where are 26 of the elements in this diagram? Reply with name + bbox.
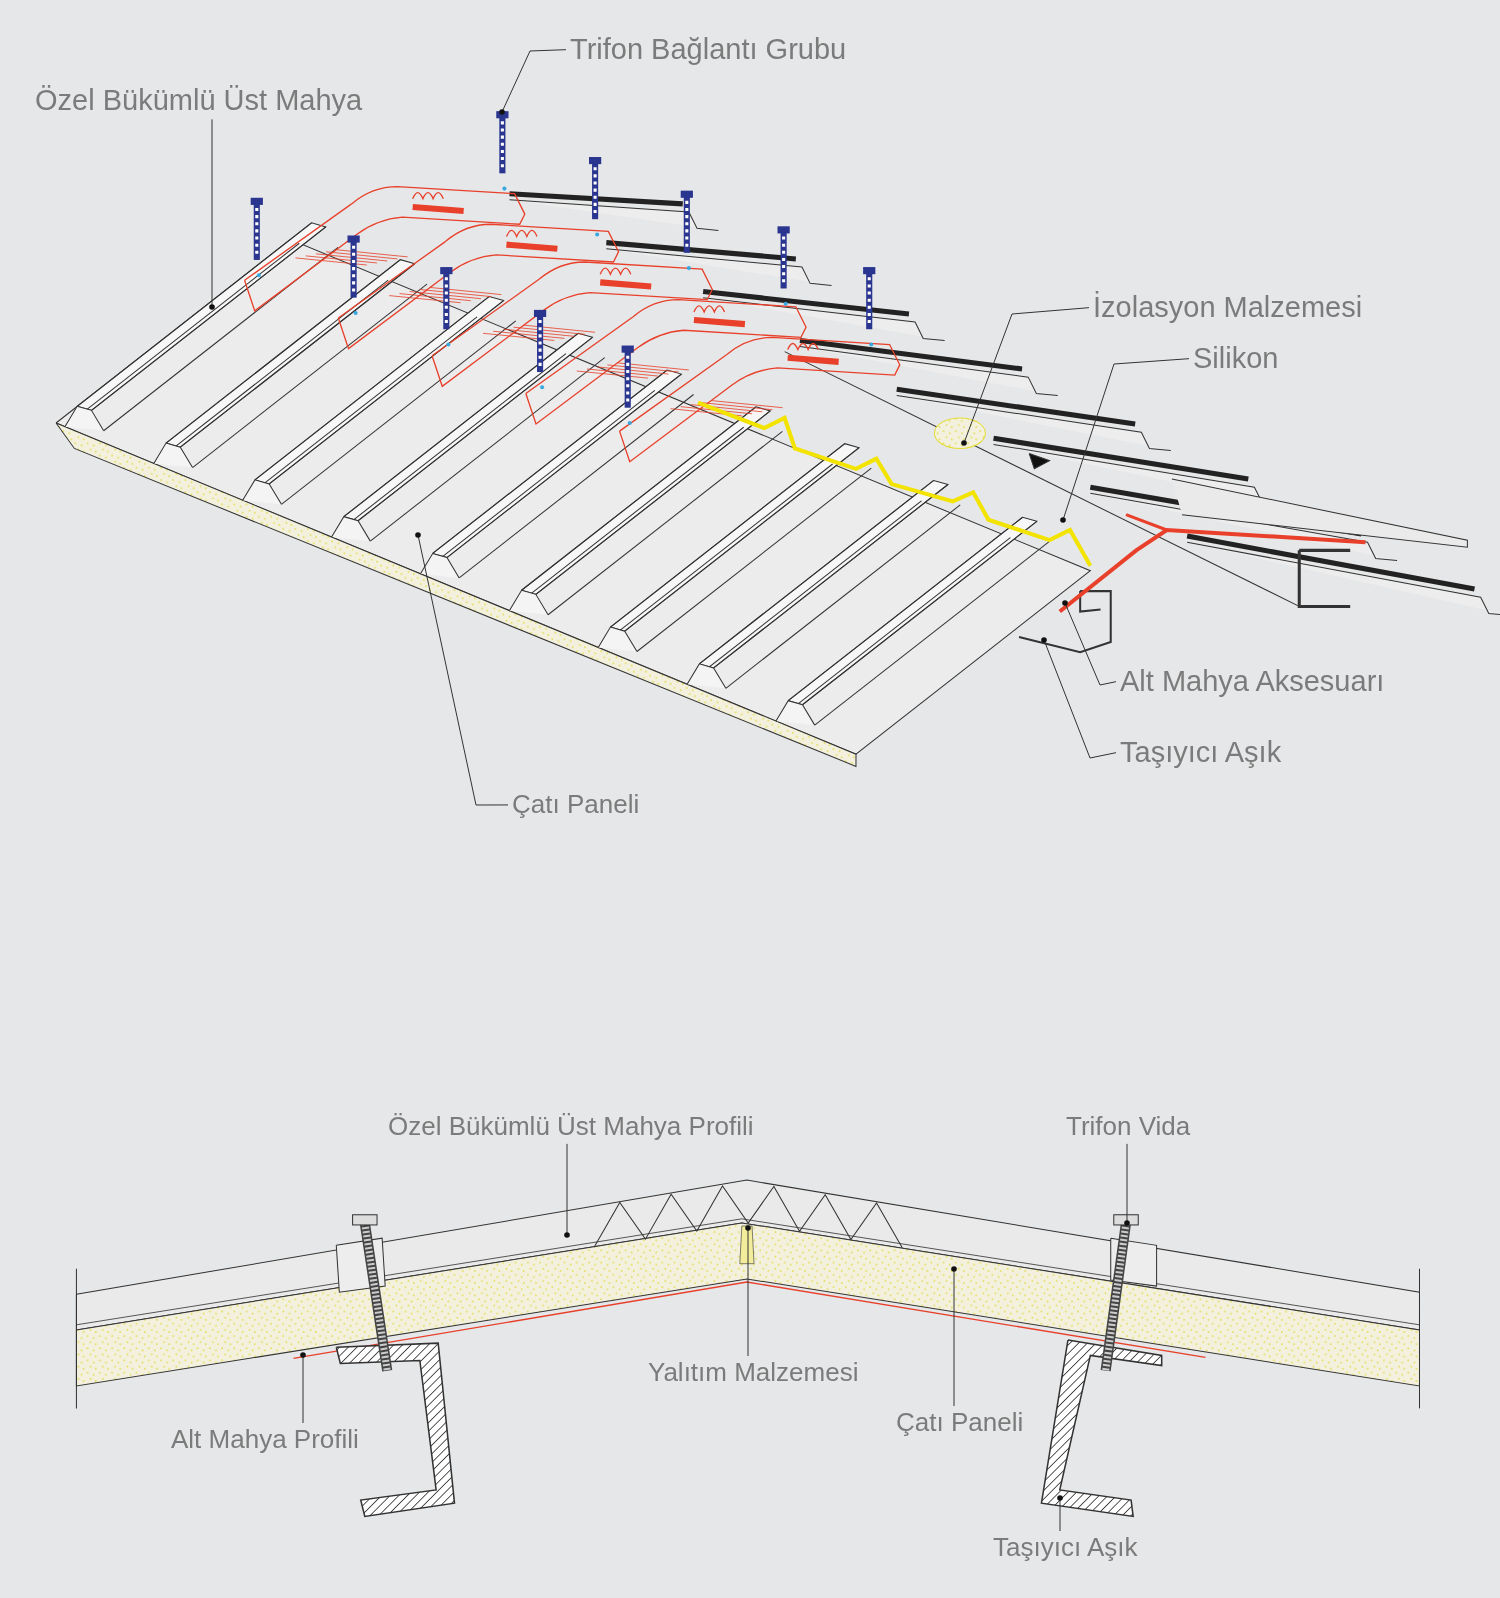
- leader-line: [1041, 637, 1117, 759]
- leader-line: [961, 307, 1090, 446]
- leader-line: [415, 532, 509, 806]
- callout-label: Alt Mahya Aksesuarı: [1120, 665, 1385, 699]
- callout-label: Trifon Bağlantı Grubu: [570, 33, 847, 67]
- callout-label: Özel Bükümlü Üst Mahya Profili: [388, 1112, 754, 1142]
- leader-line: [1060, 358, 1190, 523]
- leader-line: [745, 1225, 751, 1357]
- leader-line: [209, 118, 215, 310]
- callout-label: Özel Bükümlü Üst Mahya: [35, 84, 363, 118]
- callout-label: Silikon: [1193, 342, 1279, 376]
- callout-label: Çatı Paneli: [512, 790, 640, 820]
- callout-label: İzolasyon Malzemesi: [1093, 291, 1363, 325]
- callout-label: Trifon Vida: [1066, 1112, 1191, 1142]
- leader-line: [564, 1143, 570, 1238]
- callout-label: Taşıyıcı Aşık: [993, 1533, 1138, 1563]
- callout-label: Çatı Paneli: [896, 1408, 1024, 1438]
- leader-line: [1124, 1143, 1130, 1226]
- leader-line: [951, 1266, 957, 1407]
- leader-line: [300, 1352, 306, 1424]
- callout-label: Taşıyıcı Aşık: [1120, 736, 1282, 770]
- leader-line: [1062, 600, 1117, 686]
- leader-line: [499, 49, 567, 115]
- callout-label: Alt Mahya Profili: [171, 1425, 359, 1455]
- callout-label: Yalıtım Malzemesi: [648, 1358, 859, 1388]
- leader-line: [1057, 1495, 1063, 1532]
